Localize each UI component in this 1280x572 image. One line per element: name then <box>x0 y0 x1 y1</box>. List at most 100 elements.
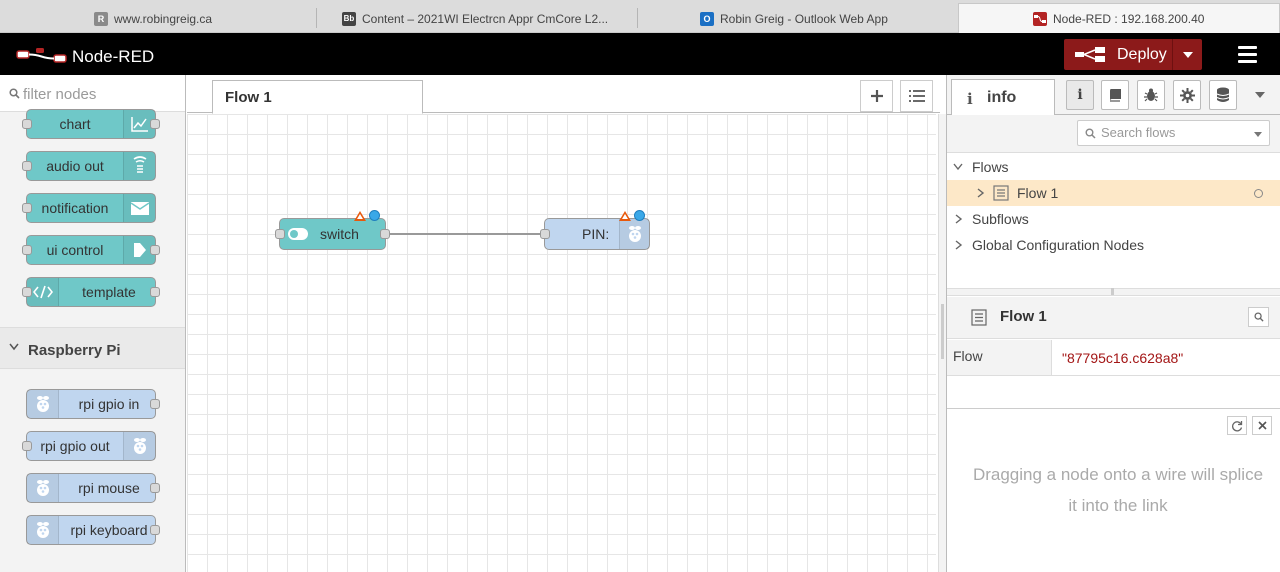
node-label: PIN: <box>582 226 610 242</box>
changed-indicator-icon <box>634 210 645 221</box>
search-icon <box>1253 312 1264 322</box>
config-tab-button[interactable] <box>1173 80 1201 110</box>
warning-icon <box>354 211 366 221</box>
browser-tab-robingreig[interactable]: R www.robingreig.ca <box>94 4 314 33</box>
add-flow-button[interactable] <box>860 80 893 112</box>
tree-label: Flow 1 <box>1017 185 1059 201</box>
next-tip-button[interactable] <box>1227 416 1247 435</box>
info-icon: i <box>1077 87 1083 103</box>
scrollbar-thumb[interactable] <box>941 304 944 359</box>
audio-icon <box>123 152 155 180</box>
tree-global-config[interactable]: Global Configuration Nodes <box>947 232 1280 258</box>
tips-panel: Dragging a node onto a wire will splice … <box>947 408 1280 572</box>
palette-node-audio-out[interactable]: audio out <box>22 151 156 181</box>
property-value: "87795c16.c628a8" <box>1062 350 1184 366</box>
output-port[interactable] <box>150 399 160 409</box>
output-port[interactable] <box>150 525 160 535</box>
workspace-tab-bar: Flow 1 <box>187 75 940 114</box>
tab-flow-1[interactable]: Flow 1 <box>212 80 423 114</box>
input-port[interactable] <box>22 161 32 171</box>
flow-icon <box>971 309 987 326</box>
browser-tab-node-red[interactable]: Node-RED : 192.168.200.40 <box>958 3 1280 33</box>
deploy-dropdown-icon[interactable] <box>1183 52 1193 58</box>
deploy-button[interactable]: Deploy <box>1064 39 1202 70</box>
tree-subflows[interactable]: Subflows <box>947 206 1280 232</box>
palette-node-chart[interactable]: chart <box>22 109 160 139</box>
app-header: Node-RED Deploy <box>0 33 1280 75</box>
database-icon <box>1216 87 1230 102</box>
palette-node-template[interactable]: template <box>22 277 160 307</box>
search-flows-placeholder: Search flows <box>1101 125 1176 140</box>
main-menu-icon[interactable] <box>1238 46 1257 67</box>
sidebar-tab-bar: i info i <box>947 75 1280 116</box>
palette-category-raspberry-pi[interactable]: Raspberry Pi <box>0 327 185 369</box>
palette-node-rpi-gpio-in[interactable]: rpi gpio in <box>26 389 160 419</box>
sidebar-splitter[interactable] <box>947 288 1280 296</box>
output-port[interactable] <box>150 287 160 297</box>
splitter-grip[interactable] <box>1111 288 1114 295</box>
info-tab-button[interactable]: i <box>1066 80 1094 110</box>
node-label: switch <box>320 226 359 242</box>
palette-node-rpi-mouse[interactable]: rpi mouse <box>26 473 160 503</box>
palette-node-label: chart <box>59 116 91 132</box>
flow-wire[interactable] <box>390 233 543 235</box>
filter-placeholder: filter nodes <box>23 86 97 103</box>
debug-tab-button[interactable] <box>1137 80 1165 110</box>
input-port[interactable] <box>22 245 32 255</box>
list-icon <box>908 90 925 102</box>
input-port[interactable] <box>22 119 32 129</box>
context-tab-button[interactable] <box>1209 80 1237 110</box>
canvas-scrollbar[interactable] <box>938 114 946 572</box>
input-port[interactable] <box>275 229 285 239</box>
browser-tab-label: Node-RED : 192.168.200.40 <box>1053 11 1205 26</box>
output-port[interactable] <box>380 229 390 239</box>
tree-flows[interactable]: Flows <box>947 154 1280 180</box>
tab-info[interactable]: i info <box>951 79 1055 116</box>
palette-node-label: rpi keyboard <box>70 522 148 538</box>
palette-node-rpi-gpio-out[interactable]: rpi gpio out <box>22 431 156 461</box>
properties-header: Flow 1 <box>947 297 1280 339</box>
raspberry-icon <box>123 432 155 460</box>
output-port[interactable] <box>150 483 160 493</box>
browser-tab-content[interactable]: Bb Content – 2021WI Electrcn Appr CmCore… <box>342 4 632 33</box>
chevron-down-icon <box>953 163 963 171</box>
palette-node-label: template <box>82 284 136 300</box>
tree-flow-1[interactable]: Flow 1 <box>947 180 1280 206</box>
deploy-label: Deploy <box>1117 46 1167 63</box>
palette-node-rpi-keyboard[interactable]: rpi keyboard <box>26 515 160 545</box>
flow-node-pin[interactable]: PIN: <box>540 218 650 250</box>
flow-canvas[interactable] <box>187 114 936 572</box>
input-port[interactable] <box>22 441 32 451</box>
raspberry-icon <box>27 474 59 502</box>
palette-node-notification[interactable]: notification <box>22 193 156 223</box>
help-tab-button[interactable] <box>1101 80 1129 110</box>
input-port[interactable] <box>22 203 32 213</box>
output-port[interactable] <box>150 245 160 255</box>
chevron-down-icon <box>9 343 19 351</box>
palette-node-label: notification <box>41 200 109 216</box>
browser-tab-outlook[interactable]: O Robin Greig - Outlook Web App <box>700 4 955 33</box>
node-red-logo-icon <box>16 45 68 70</box>
palette-node-ui-control[interactable]: ui control <box>22 235 160 265</box>
filter-nodes-input[interactable]: filter nodes <box>0 75 185 112</box>
toggle-icon <box>288 228 308 240</box>
sidebar-menu-caret-icon[interactable] <box>1255 92 1265 98</box>
tree-label: Flows <box>972 159 1009 175</box>
output-port[interactable] <box>150 119 160 129</box>
browser-tab-bar: R www.robingreig.ca Bb Content – 2021WI … <box>0 0 1280 33</box>
list-flows-button[interactable] <box>900 80 933 112</box>
browser-tab-label: www.robingreig.ca <box>114 11 213 26</box>
input-port[interactable] <box>22 287 32 297</box>
search-icon <box>1085 128 1096 139</box>
flow-node-switch[interactable]: switch <box>275 218 390 250</box>
raspberry-icon <box>27 390 59 418</box>
input-port[interactable] <box>540 229 550 239</box>
category-label: Raspberry Pi <box>28 342 121 359</box>
show-in-workspace-button[interactable] <box>1248 307 1269 327</box>
close-tips-button[interactable] <box>1252 416 1272 435</box>
search-icon <box>9 88 20 99</box>
search-flows-input[interactable]: Search flows <box>1077 120 1270 146</box>
palette-node-label: audio out <box>46 158 104 174</box>
chevron-right-icon <box>955 214 963 224</box>
search-options-caret-icon[interactable] <box>1254 132 1262 137</box>
